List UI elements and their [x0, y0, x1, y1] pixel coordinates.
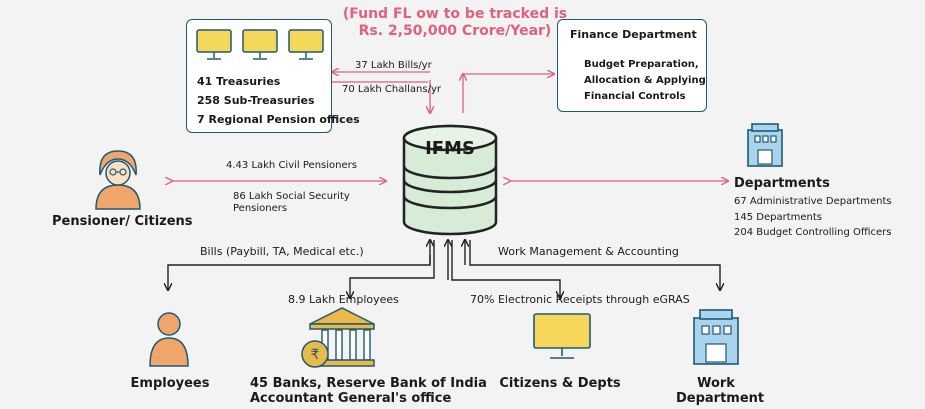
- departments-building-icon: [747, 123, 783, 167]
- banks-label-line1: 45 Banks, Reserve Bank of India: [250, 376, 487, 391]
- fund-flow-title-line1: (Fund FL ow to be tracked is: [342, 6, 568, 22]
- employee-avatar-icon: [149, 312, 189, 367]
- receipts-connector: [451, 240, 560, 298]
- civil-pensioners-label: 4.43 Lakh Civil Pensioners: [226, 160, 357, 171]
- finance-heading: Finance Department: [570, 28, 697, 41]
- finance-department-box: Finance Department Budget Preparation, A…: [557, 19, 707, 112]
- challans-per-year-label: 70 Lakh Challans/yr: [342, 84, 441, 95]
- work-connector: [469, 240, 720, 290]
- pensioner-avatar-icon: [95, 150, 141, 210]
- sub-treasury-count: 258 Sub-Treasuries: [197, 94, 315, 107]
- bank-building-icon: ₹: [301, 307, 375, 368]
- pensioner-label: Pensioner/ Citizens: [52, 214, 193, 229]
- banks-connector: [350, 240, 435, 298]
- work-label-line1: Work: [697, 376, 735, 391]
- pension-office-count: 7 Regional Pension offices: [197, 113, 360, 126]
- work-accounting-label: Work Management & Accounting: [498, 245, 679, 258]
- finance-line-2: Allocation & Applying: [584, 75, 706, 86]
- work-department-building-icon: [693, 309, 739, 365]
- citizens-depts-label: Citizens & Depts: [499, 376, 621, 391]
- computer-monitors-icon: [196, 29, 324, 60]
- fund-flow-title-line2: Rs. 2,50,000 Crore/Year): [358, 23, 552, 39]
- banks-label-line2: Accountant General's office: [250, 391, 452, 406]
- bills-label: Bills (Paybill, TA, Medical etc.): [200, 245, 364, 258]
- ifms-label: IFMS: [425, 138, 475, 159]
- electronic-receipts-label: 70% Electronic Receipts through eGRAS: [470, 293, 690, 306]
- departments-label: Departments: [734, 176, 830, 191]
- finance-line-3: Financial Controls: [584, 91, 686, 102]
- treasury-box: 41 Treasuries 258 Sub-Treasuries 7 Regio…: [186, 19, 360, 133]
- employees-connector: [168, 255, 431, 290]
- treasury-count: 41 Treasuries: [197, 75, 281, 88]
- ifms-database-icon: [402, 124, 498, 236]
- citizens-monitor-icon: [533, 313, 591, 359]
- svg-text:₹: ₹: [311, 347, 320, 363]
- budget-officers-count: 204 Budget Controlling Officers: [734, 227, 892, 238]
- social-security-label-2: Pensioners: [233, 203, 288, 214]
- work-label-line2: Department: [676, 391, 765, 406]
- social-security-label-1: 86 Lakh Social Security: [233, 191, 350, 202]
- employees-label: Employees: [130, 376, 210, 391]
- departments-count: 145 Departments: [734, 212, 822, 223]
- employees-count-label: 8.9 Lakh Employees: [288, 293, 399, 306]
- admin-departments-count: 67 Administrative Departments: [734, 196, 892, 207]
- bills-per-year-label: 37 Lakh Bills/yr: [355, 60, 432, 71]
- finance-line-1: Budget Preparation,: [584, 59, 699, 70]
